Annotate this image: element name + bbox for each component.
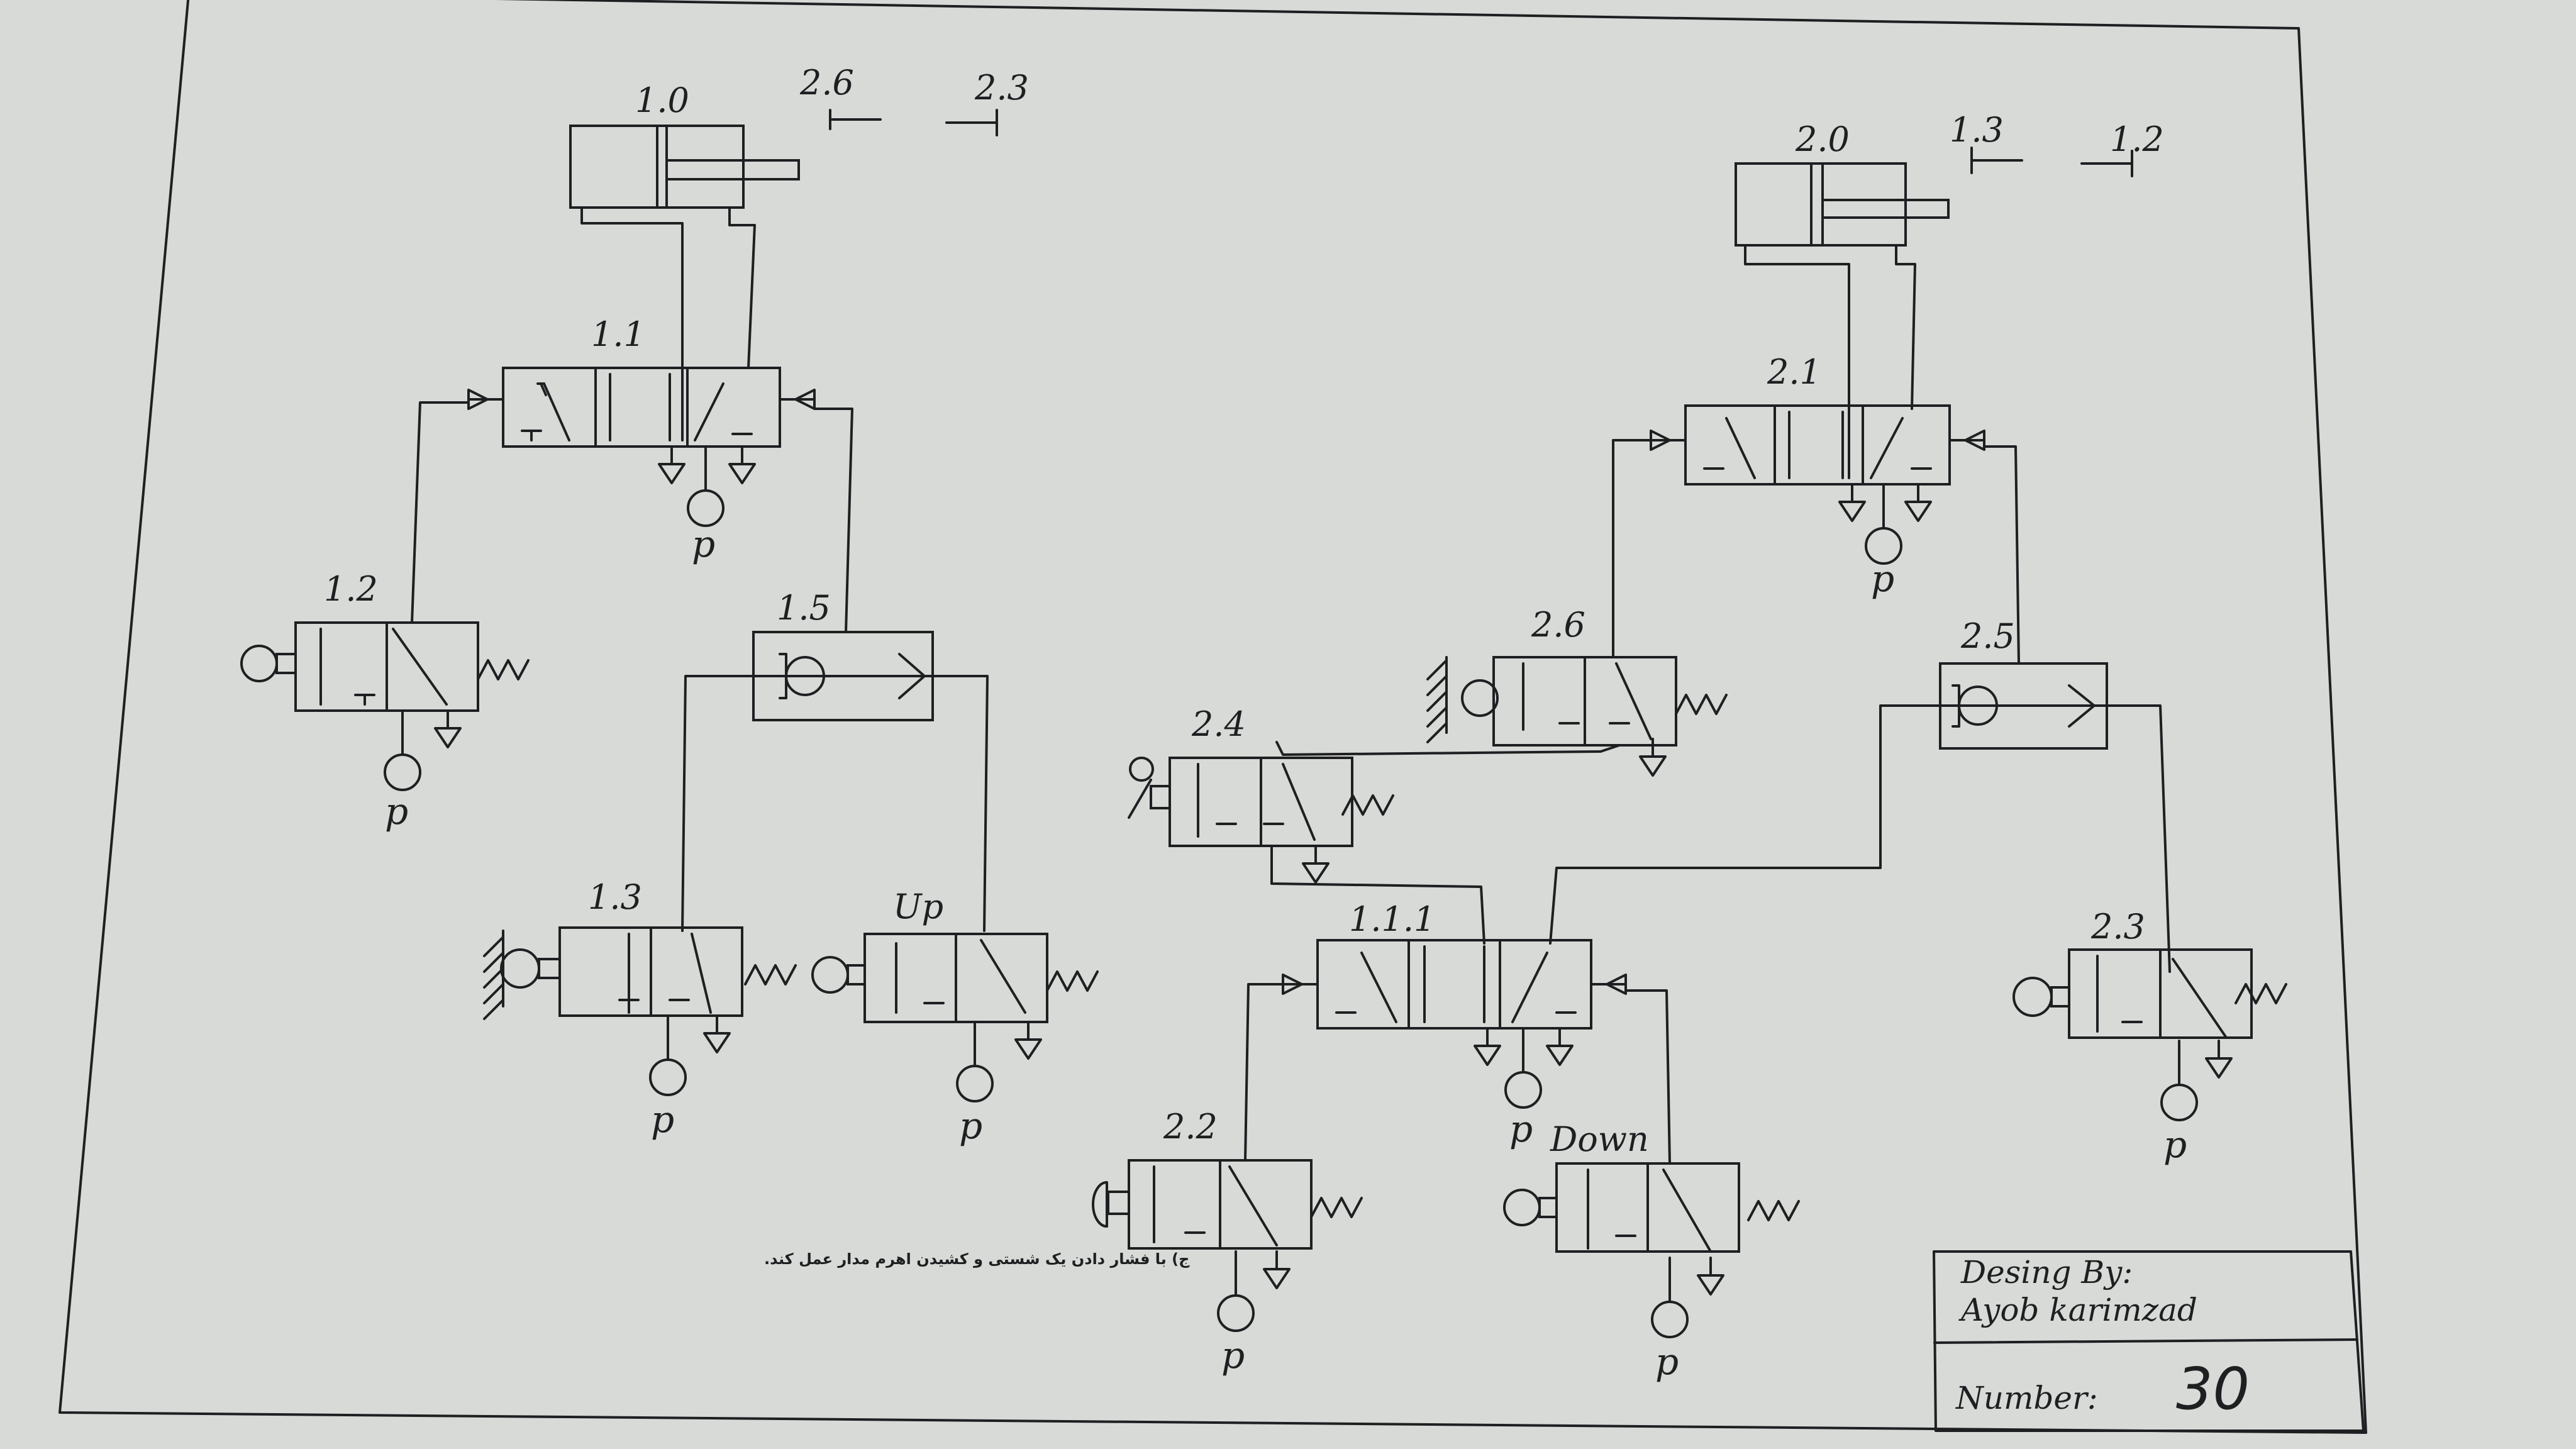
drawing-frame [58, 0, 2367, 1434]
limit-label-2-6: 2.6 [799, 63, 854, 103]
pressure-label-2-1: p [1871, 557, 1894, 600]
valve-label-1-1-1: 1.1.1 [1349, 899, 1435, 939]
valve-1-3 [483, 926, 797, 1020]
cylinder-2-0 [1735, 162, 1950, 479]
drawing-number: 30 [2176, 1355, 2250, 1423]
shuttle-valve-2-5 [1939, 662, 2108, 750]
limit-label-1-2: 1.2 [2110, 119, 2164, 159]
pressure-label-1-3: p [651, 1098, 674, 1141]
pressure-label-2-2: p [1221, 1334, 1245, 1377]
valve-2-4 [1128, 757, 1394, 847]
limit-label-2-3: 2.3 [974, 68, 1029, 108]
pressure-label-2-3: p [2163, 1123, 2187, 1166]
designer-name: Ayob karimzad [1958, 1292, 2197, 1328]
cylinder-2-0-label: 2.0 [1795, 119, 1850, 159]
valve-2-3 [2012, 948, 2287, 1039]
valve-2-1 [1684, 404, 1951, 486]
valve-up [811, 933, 1099, 1023]
cylinder-1-0 [569, 125, 800, 441]
valve-down [1503, 1162, 1800, 1253]
pressure-label-1-1-1: p [1509, 1108, 1533, 1150]
valve-label-2-3: 2.3 [2090, 907, 2145, 947]
pressure-label-1-1: p [692, 523, 715, 565]
pressure-label-up: p [959, 1104, 982, 1147]
shuttle-valve-1-5 [752, 631, 934, 721]
pressure-label-1-2: p [385, 790, 408, 833]
valve-label-2-4: 2.4 [1191, 704, 1246, 744]
valve-label-1-3: 1.3 [588, 877, 642, 917]
valve-1-2 [240, 621, 530, 712]
valve-1-1-1 [1316, 939, 1592, 1030]
limit-switch-2-3 [945, 109, 998, 136]
cylinder-1-0-label: 1.0 [635, 80, 689, 120]
number-label: Number: [1955, 1380, 2098, 1416]
valve-label-1-2: 1.2 [324, 569, 378, 609]
designed-by-label: Desing By: [1960, 1254, 2133, 1291]
valve-label-up: Up [893, 887, 943, 926]
valve-label-2-6: 2.6 [1531, 605, 1585, 645]
valve-2-2 [1092, 1159, 1363, 1250]
limit-switch-1-3 [1970, 147, 2023, 174]
limit-switch-1-2 [2080, 150, 2133, 177]
circuit-note: ج) با فشار دادن یک شستی و کشیدن اهرم مدا… [764, 1250, 1190, 1268]
title-block [1933, 1250, 2365, 1432]
valve-2-6 [1426, 656, 1728, 747]
pressure-label-down: p [1655, 1340, 1679, 1383]
valve-1-1 [502, 367, 781, 448]
limit-label-1-3: 1.3 [1950, 110, 2004, 150]
valve-label-2-5: 2.5 [1960, 616, 2015, 656]
valve-label-down: Down [1550, 1119, 1649, 1159]
limit-switch-2-6 [829, 109, 882, 130]
valve-label-1-5: 1.5 [777, 588, 831, 628]
valve-label-1-1: 1.1 [591, 314, 645, 354]
valve-label-2-2: 2.2 [1163, 1107, 1218, 1146]
valve-label-2-1: 2.1 [1767, 352, 1821, 392]
